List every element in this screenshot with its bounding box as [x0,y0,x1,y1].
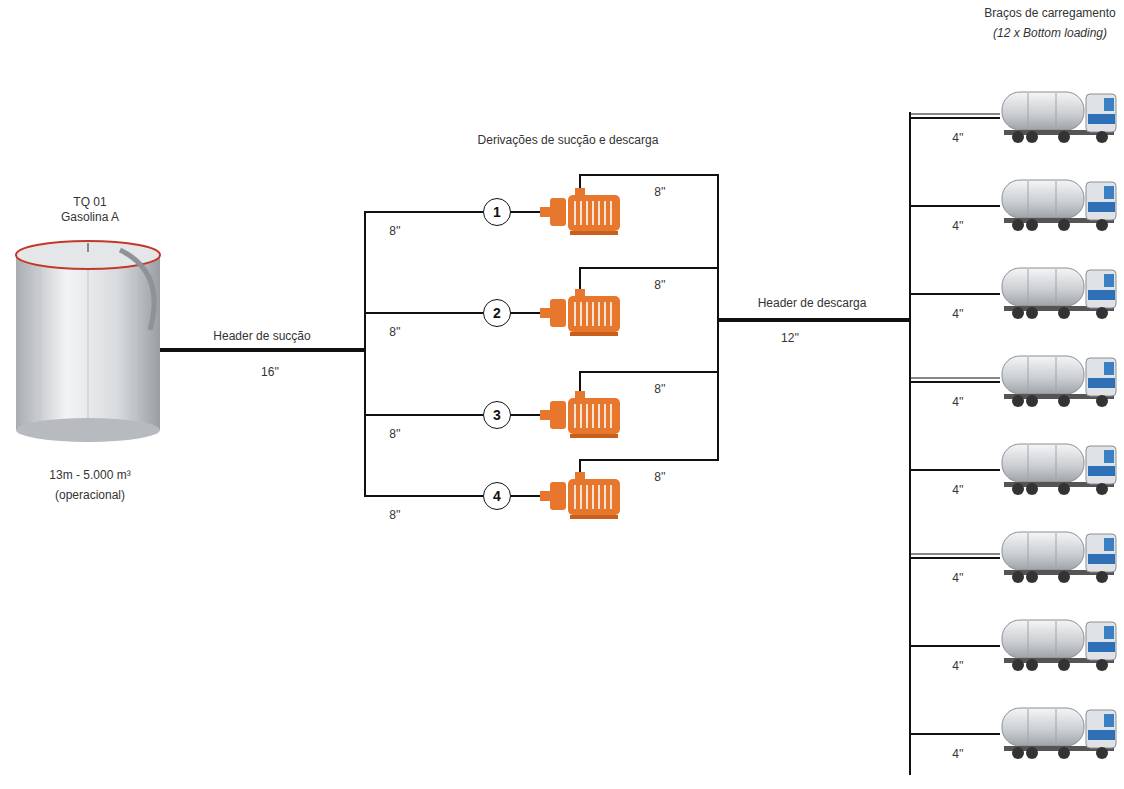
pipe-connector [170,212,483,350]
tank-capacity: 13m - 5.000 m³ (operacional) [38,465,142,505]
section-title: Derivações de sucção e descarga [477,133,660,147]
drawing-part [910,378,1000,379]
pipe-diameter: 8'' [653,470,666,484]
pipe-diameter: 4'' [951,571,964,585]
drawing-part [910,293,1000,295]
pump-number-circle: 3 [483,401,511,429]
drawing-part [1002,268,1116,319]
drawing-part [540,472,620,519]
pipe-diameter: 16'' [260,365,280,379]
drawing-part [510,312,540,314]
edge-group [170,212,483,496]
drawing-part [510,211,540,213]
drawing-part [910,114,1000,115]
trucks [1002,92,1116,759]
callout-number: 3 [493,407,501,423]
pipe-diameter: 8'' [388,508,401,522]
drawing-part [909,112,911,775]
pipe-diameter: 8'' [388,325,401,339]
pipe-diameter: 12'' [780,331,800,345]
pipe-diameter: 8'' [653,382,666,396]
drawing-part [580,268,718,289]
pipe-diameter: 4'' [951,219,964,233]
pipe-connector [170,313,483,350]
drawing-part [580,372,718,391]
drawing-part [717,174,719,461]
section-title: (12 x Bottom loading) [992,26,1108,40]
tank-node: TQ 01 Gasolina A 13m - 5.000 m³ (operacio… [10,195,170,505]
pipe-diameter: 4'' [951,483,964,497]
drawing-part [580,175,718,188]
pipe-diameter: 8'' [653,278,666,292]
drawing-part [87,243,89,252]
pipe-diameter: 4'' [951,747,964,761]
header-label: Header de descarga [757,296,868,310]
callout-number: 2 [493,305,501,321]
drawing-part [540,391,620,438]
drawing-part [910,733,1000,735]
pump-number-circle: 1 [483,198,511,226]
drawing-part [1002,92,1116,143]
pipe-connector [170,350,483,415]
drawing-part [540,188,620,235]
pipe-diameter: 4'' [951,395,964,409]
discharge-branches [580,174,718,472]
drawing-part [910,381,1000,383]
drawing-part [1002,444,1116,495]
drawing-part [910,645,1000,647]
drawing-part [40,262,41,436]
pipe-diameter: 4'' [951,659,964,673]
drawing-part [580,460,718,472]
pump-number-circle: 2 [483,299,511,327]
drawing-part [1002,620,1116,671]
drawing-part [910,205,1000,207]
drawing-part [910,554,1000,555]
pipe-diameter: 8'' [388,427,401,441]
pipe-diameter: 8'' [653,185,666,199]
drawing-part [510,414,540,416]
drawing-part [1002,532,1116,583]
pipe-diameter: 4'' [951,307,964,321]
loading-arms [910,112,1000,775]
section-title: Braços de carregamento [983,6,1116,20]
discharge-header [718,318,910,322]
callout-number: 1 [493,204,501,220]
drawing-part [16,418,160,442]
drawing-part [1002,180,1116,231]
tank-name: TQ 01 Gasolina A [53,195,127,225]
pump-suction-stubs [510,212,540,496]
drawing-part [88,268,89,441]
drawing-part [1002,708,1116,759]
pipe-connector [170,350,483,496]
pump-number-circle: 4 [483,482,511,510]
drawing-part [120,250,154,330]
pipe-diameter: 4'' [951,131,964,145]
drawing-part [540,289,620,336]
drawing-part [1002,356,1116,407]
storage-tank [16,241,160,442]
callout-number: 4 [493,488,501,504]
drawing-part [910,469,1000,471]
drawing-part [510,495,540,497]
drawing-part [910,557,1000,559]
pipe-diameter: 8'' [388,224,401,238]
header-label: Header de sucção [212,329,311,343]
drawing-part [136,262,137,436]
drawing-part [910,117,1000,119]
